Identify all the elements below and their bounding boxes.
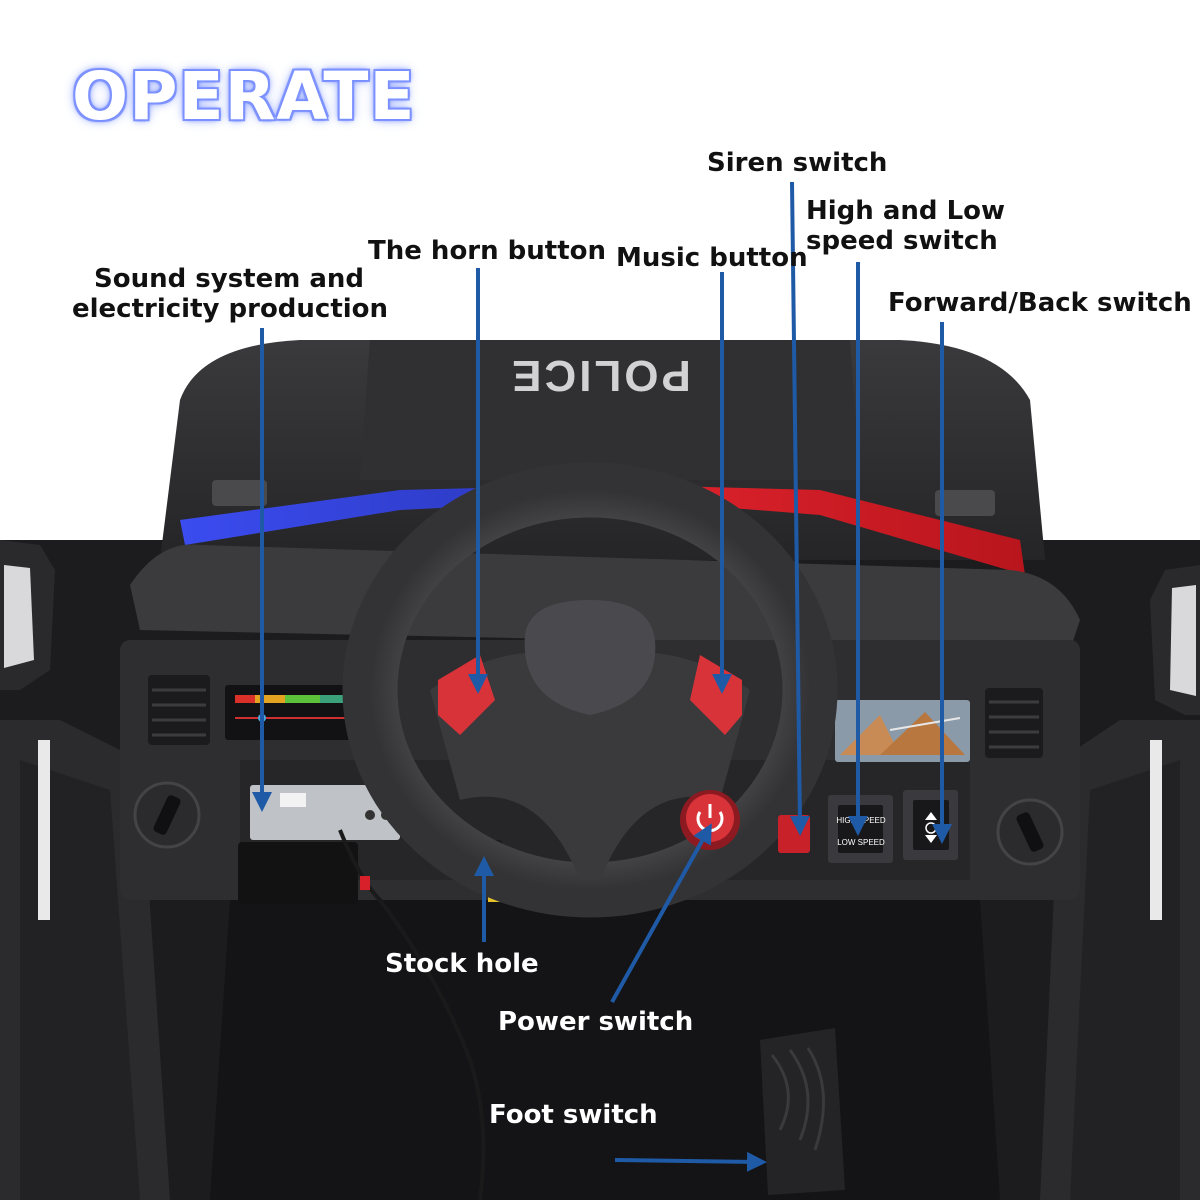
- right-air-vent: [985, 688, 1043, 758]
- callout-arrows: [252, 181, 952, 1172]
- arrow-foot: [614, 1151, 767, 1172]
- right-hood-vent: [935, 490, 995, 516]
- speed-switch: HIGH SPEED LOW SPEED: [828, 795, 893, 863]
- arrow-power: [610, 823, 712, 1003]
- label-speed-switch-line2: speed switch: [806, 226, 998, 256]
- label-stock-hole: Stock hole: [385, 949, 539, 979]
- left-mirror-glass: [4, 565, 34, 668]
- siren-switch: [778, 815, 810, 853]
- power-button: [680, 790, 740, 850]
- label-siren-switch: Siren switch: [707, 148, 888, 178]
- floor-well: [210, 900, 1000, 1200]
- label-forward-back-switch: Forward/Back switch: [888, 288, 1192, 318]
- left-air-vent: [148, 675, 210, 745]
- label-foot-switch: Foot switch: [489, 1100, 658, 1130]
- music-display: [225, 685, 360, 740]
- speed-high-text: HIGH SPEED: [836, 816, 886, 825]
- left-hood-vent: [212, 480, 267, 506]
- cord-light: [360, 876, 370, 890]
- label-music-button: Music button: [616, 243, 808, 273]
- audio-module: [250, 785, 400, 840]
- page-title: OPERATE: [72, 58, 416, 135]
- arrow-siren: [789, 181, 810, 836]
- speed-low-text: LOW SPEED: [837, 838, 885, 847]
- charger-plug: [238, 842, 358, 904]
- steering-wheel: [342, 462, 838, 918]
- label-speed-switch: High and Low speed switch: [806, 196, 1005, 256]
- right-mirror-glass: [1170, 585, 1196, 696]
- forward-back-switch: [903, 790, 958, 860]
- label-horn-button: The horn button: [368, 236, 607, 266]
- hood-text: POLICE: [509, 351, 691, 400]
- label-speed-switch-line1: High and Low: [806, 196, 1006, 226]
- foot-pedal: [760, 1028, 845, 1195]
- left-knob: [133, 781, 201, 849]
- label-power-switch: Power switch: [498, 1007, 694, 1037]
- label-sound-system-line2: electricity production: [72, 294, 389, 324]
- label-sound-system: Sound system and electricity production: [72, 264, 388, 324]
- left-door-trim: [38, 740, 50, 920]
- label-sound-system-line1: Sound system and: [94, 264, 365, 294]
- right-knob: [996, 798, 1064, 866]
- hood-ridge: [360, 340, 860, 480]
- right-door-trim: [1150, 740, 1162, 920]
- gps-display: [835, 700, 970, 762]
